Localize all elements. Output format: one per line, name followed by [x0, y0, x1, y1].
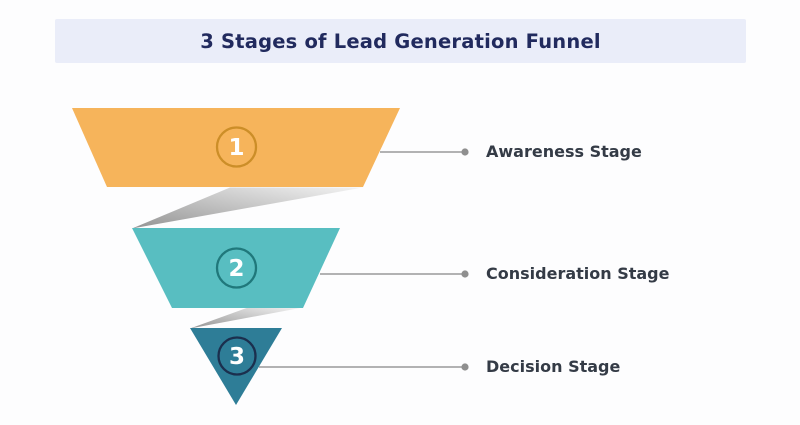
ribbon-fold-1 — [132, 187, 363, 229]
stage-2-number: 2 — [228, 256, 244, 282]
funnel-segment-consideration — [132, 228, 340, 308]
stage-1-number-ring — [215, 126, 258, 168]
stage-1-number: 1 — [228, 135, 244, 161]
title-bar: 3 Stages of Lead Generation Funnel — [55, 19, 746, 63]
stage-3-number-ring — [217, 336, 257, 376]
connector-dot-3 — [461, 363, 469, 371]
stage-label-decision: Decision Stage — [486, 357, 621, 376]
stage-3-number: 3 — [229, 344, 245, 370]
stage-label-consideration: Consideration Stage — [486, 264, 670, 283]
ribbon-fold-2 — [190, 307, 303, 329]
funnel-segment-awareness — [72, 108, 400, 187]
stage-label-awareness: Awareness Stage — [486, 142, 642, 161]
diagram-title: 3 Stages of Lead Generation Funnel — [200, 29, 601, 53]
funnel-segment-decision — [190, 328, 282, 405]
connector-dot-1 — [461, 148, 469, 156]
connector-dot-2 — [461, 270, 469, 278]
stage-2-number-ring — [215, 247, 258, 289]
